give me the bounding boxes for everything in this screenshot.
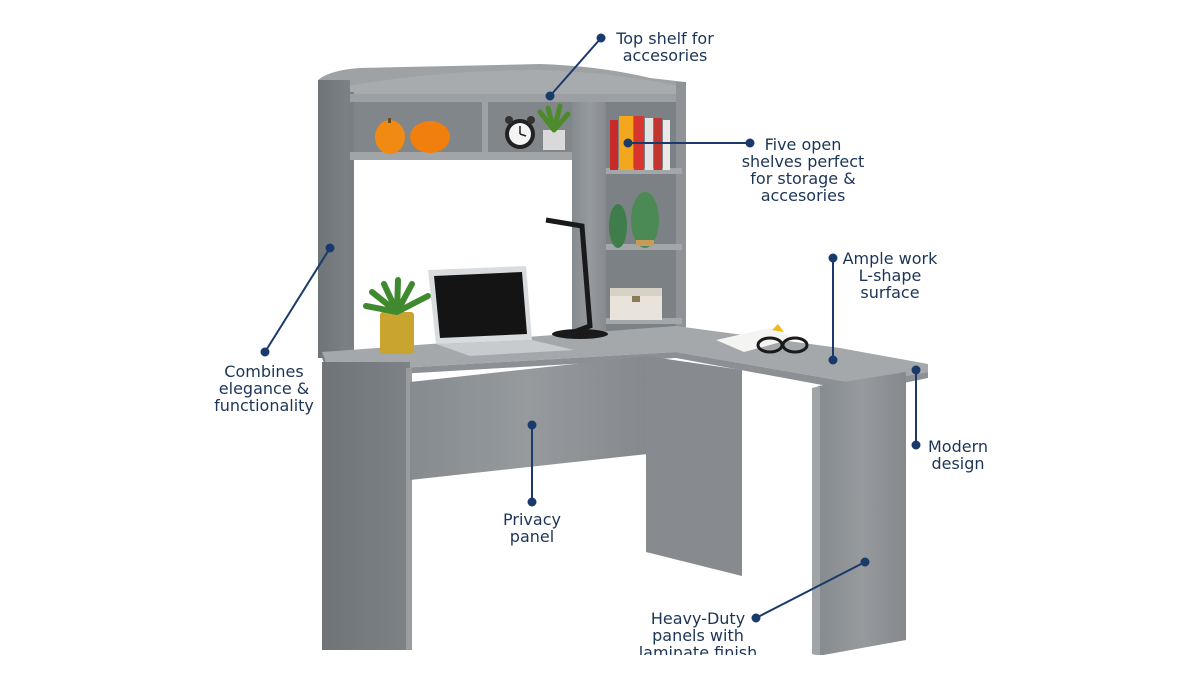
callout-line: for storage &	[750, 169, 856, 188]
callout-line: design	[931, 454, 985, 473]
callout-line: elegance &	[218, 379, 310, 398]
laptop-icon	[428, 266, 574, 356]
callout-line: Five open	[764, 135, 842, 154]
callout-heavy-duty: Heavy-Duty panels with laminate finish	[628, 610, 768, 661]
callout-line: panels with	[652, 626, 744, 645]
callout-ample-work: Ample work L-shape surface	[840, 250, 940, 301]
callout-combines: Combines elegance & functionality	[208, 363, 320, 414]
callout-top-shelf: Top shelf for accesories	[610, 30, 720, 64]
callout-line: Modern	[927, 437, 989, 456]
alarm-clock-icon	[505, 116, 535, 149]
callout-privacy: Privacy panel	[496, 511, 568, 545]
callout-line: Combines	[224, 362, 304, 381]
orange-fruit-icon	[375, 118, 450, 154]
potted-plant-icon	[537, 103, 571, 150]
storage-box-icon	[610, 288, 662, 320]
image-bottom-crop	[0, 655, 1200, 675]
callout-line: L-shape	[858, 266, 922, 285]
callout-line: Top shelf for	[616, 29, 714, 48]
callout-line: panel	[509, 527, 555, 546]
callout-line: accesories	[622, 46, 708, 65]
callout-five-shelves: Five open shelves perfect for storage & …	[738, 136, 868, 204]
callout-line: Heavy-Duty	[650, 609, 746, 628]
potted-plant-icon	[363, 277, 431, 354]
callout-line: functionality	[214, 396, 314, 415]
desk-body	[322, 326, 928, 656]
leader-lines	[260, 33, 921, 623]
callout-line: shelves perfect	[741, 152, 865, 171]
eyeglasses-icon	[716, 324, 809, 354]
callout-line: surface	[860, 283, 920, 302]
cactus-icon	[609, 192, 659, 248]
callout-modern: Modern design	[922, 438, 994, 472]
callout-line: Ample work	[842, 249, 938, 268]
desk-lamp-icon	[545, 217, 608, 339]
callout-line: accesories	[760, 186, 846, 205]
callout-line: Privacy	[503, 510, 561, 529]
